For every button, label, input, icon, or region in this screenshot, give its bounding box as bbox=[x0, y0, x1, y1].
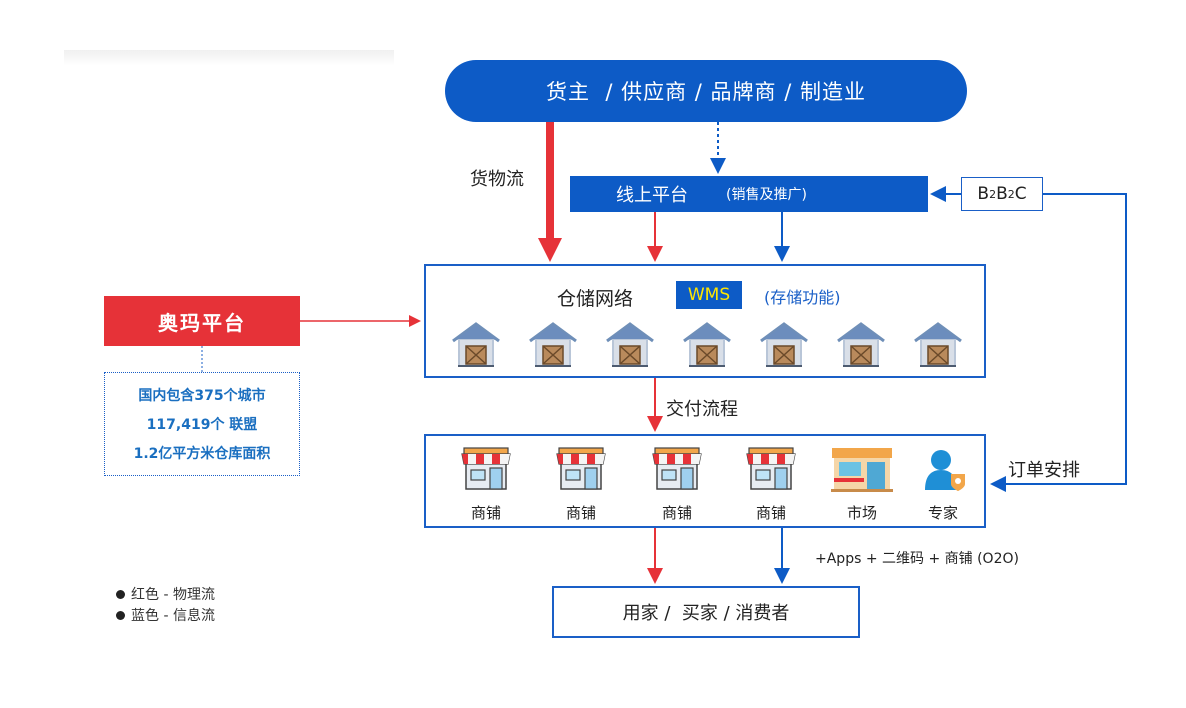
legend-blue: 蓝色 - 信息流 bbox=[116, 605, 215, 625]
online-platform-title: 线上平台 bbox=[616, 185, 688, 206]
delivery-flow-label: 交付流程 bbox=[666, 399, 738, 420]
warehouse-icon bbox=[760, 322, 808, 372]
store-icon bbox=[460, 446, 512, 494]
outlets-box bbox=[424, 434, 986, 528]
legend-red-label: 红色 - 物理流 bbox=[131, 587, 215, 603]
goods-flow-arrow bbox=[538, 122, 562, 262]
order-arrangement-label: 订单安排 bbox=[1008, 460, 1080, 481]
legend-bullet-icon bbox=[116, 611, 125, 620]
consumer-box: 用家 / 买家 / 消费者 bbox=[552, 586, 860, 638]
outlet-label: 商铺 bbox=[565, 504, 596, 522]
warehouse-icon bbox=[837, 322, 885, 372]
online-platform-subtitle: (销售及推广) bbox=[726, 187, 807, 203]
warehouse-icon bbox=[914, 322, 962, 372]
aoma-stats-box: 国内包含375个城市 117,419个 联盟 1.2亿平方米仓库面积 bbox=[104, 372, 300, 476]
wms-description: (存储功能) bbox=[764, 288, 841, 307]
warehouse-icon bbox=[683, 322, 731, 372]
warehouse-icon bbox=[452, 322, 500, 372]
store-icon bbox=[555, 446, 607, 494]
goods-flow-label: 货物流 bbox=[470, 169, 524, 190]
legend-bullet-icon bbox=[116, 590, 125, 599]
b2b2c-sub1: 2 bbox=[989, 187, 997, 201]
wms-badge: WMS bbox=[676, 281, 742, 309]
outlet-label: 商铺 bbox=[755, 504, 786, 522]
aoma-stat-area: 1.2亿平方米仓库面积 bbox=[133, 446, 271, 462]
online-platform-box: 线上平台 (销售及推广) bbox=[570, 176, 928, 212]
b2b2c-b1: B bbox=[977, 184, 990, 204]
b2b2c-b2: B bbox=[996, 184, 1008, 204]
warehouse-title: 仓储网络 bbox=[557, 288, 634, 310]
store-icon bbox=[745, 446, 797, 494]
o2o-label: +Apps + 二维码 + 商铺 (O2O) bbox=[815, 551, 1019, 567]
supplier-box: 货主 / 供应商 / 品牌商 / 制造业 bbox=[445, 60, 967, 122]
aoma-stat-cities: 国内包含375个城市 bbox=[138, 388, 266, 404]
b2b2c-c: C bbox=[1014, 184, 1027, 204]
outlet-label: 商铺 bbox=[470, 504, 501, 522]
expert-icon bbox=[923, 446, 969, 496]
legend-blue-label: 蓝色 - 信息流 bbox=[131, 608, 215, 624]
store-icon bbox=[651, 446, 703, 494]
top-left-shadow bbox=[64, 50, 394, 66]
b2b2c-sub2: 2 bbox=[1007, 187, 1015, 201]
aoma-platform-box: 奥玛平台 bbox=[104, 296, 300, 346]
warehouse-icon bbox=[606, 322, 654, 372]
market-icon bbox=[831, 446, 893, 496]
outlet-label: 市场 bbox=[846, 504, 877, 522]
aoma-stat-alliances: 117,419个 联盟 bbox=[146, 417, 258, 433]
outlet-label: 专家 bbox=[927, 504, 958, 522]
warehouse-icon bbox=[529, 322, 577, 372]
order-loop-line bbox=[990, 193, 1127, 492]
outlet-label: 商铺 bbox=[661, 504, 692, 522]
legend-red: 红色 - 物理流 bbox=[116, 584, 215, 604]
